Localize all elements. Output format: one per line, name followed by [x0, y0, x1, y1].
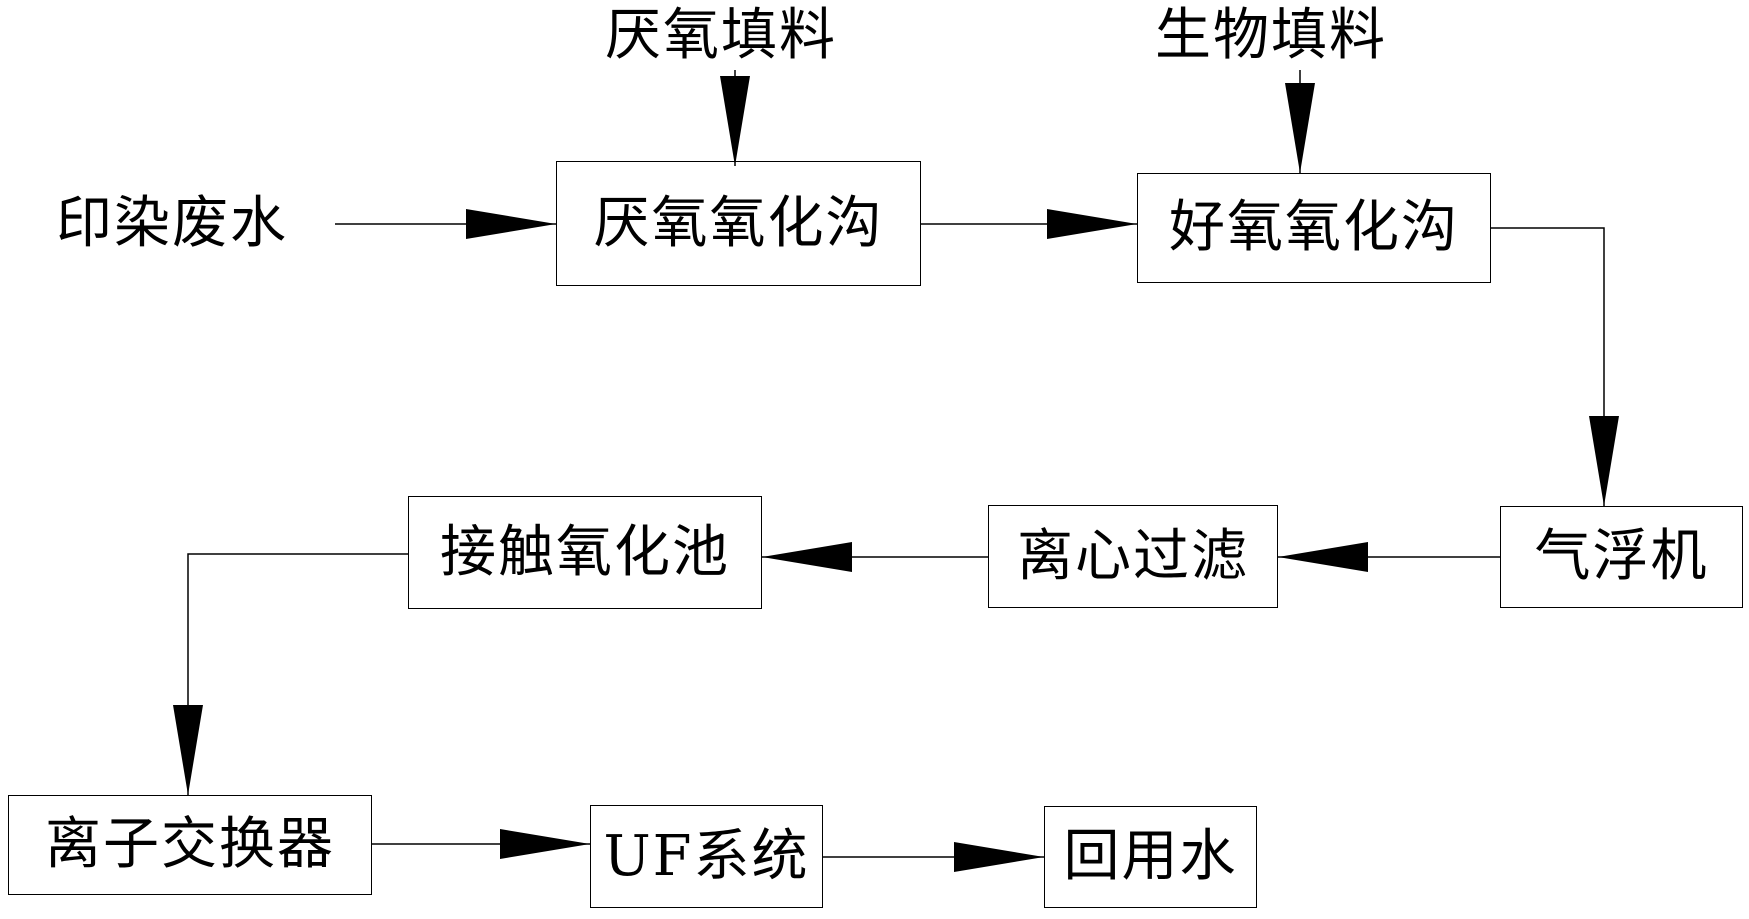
arrow-aerobic-to-flotation [1491, 227, 1619, 506]
contact-oxidation-box: 接触氧化池 [408, 496, 762, 609]
anaerobic-filler-label: 厌氧填料 [605, 3, 837, 68]
reuse-water-box: 回用水 [1044, 806, 1257, 908]
air-flotation-box: 气浮机 [1500, 506, 1743, 608]
uf-system-box: UF系统 [590, 805, 823, 908]
centrifugal-filter-box: 离心过滤 [988, 505, 1278, 608]
bio-filler-label: 生物填料 [1155, 3, 1387, 68]
anaerobic-ditch-box: 厌氧氧化沟 [556, 161, 921, 286]
aerobic-ditch-box: 好氧氧化沟 [1137, 173, 1491, 283]
wastewater-label: 印染废水 [56, 191, 288, 256]
arrow-contact-to-ion [173, 553, 408, 795]
ion-exchanger-box: 离子交换器 [8, 795, 372, 895]
